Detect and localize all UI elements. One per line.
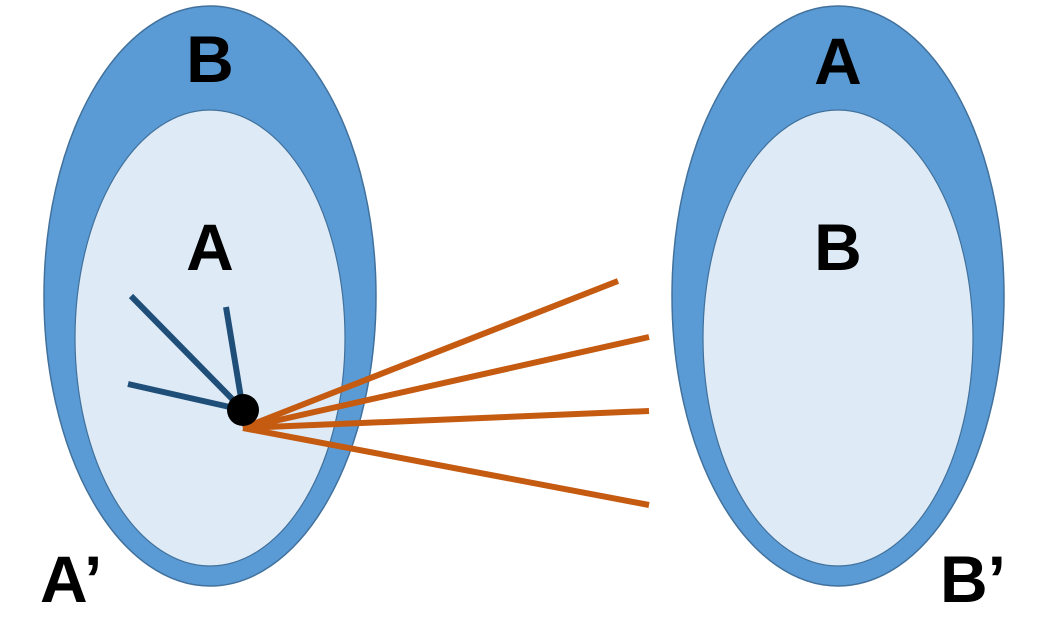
outgoing-edge	[242, 408, 650, 431]
node-dot	[227, 394, 259, 426]
local-edges	[127, 293, 246, 413]
left-outer-label: B	[186, 22, 234, 96]
left-inner-label: A	[186, 210, 234, 284]
right-corner-label: B’	[940, 542, 1006, 616]
right-set	[671, 5, 1005, 587]
right-outer-label: A	[814, 24, 862, 98]
outgoing-edges	[241, 278, 650, 508]
left-inner-ellipse	[74, 109, 346, 567]
left-set	[43, 5, 377, 587]
local-edge	[128, 293, 246, 413]
left-corner-label: A’	[40, 542, 102, 616]
right-inner-label: B	[814, 210, 862, 284]
outgoing-edge	[241, 278, 620, 431]
local-edge	[127, 381, 244, 413]
local-edge	[223, 306, 246, 411]
right-inner-ellipse	[702, 109, 974, 567]
outgoing-edge	[242, 425, 650, 508]
outgoing-edge	[242, 334, 650, 431]
